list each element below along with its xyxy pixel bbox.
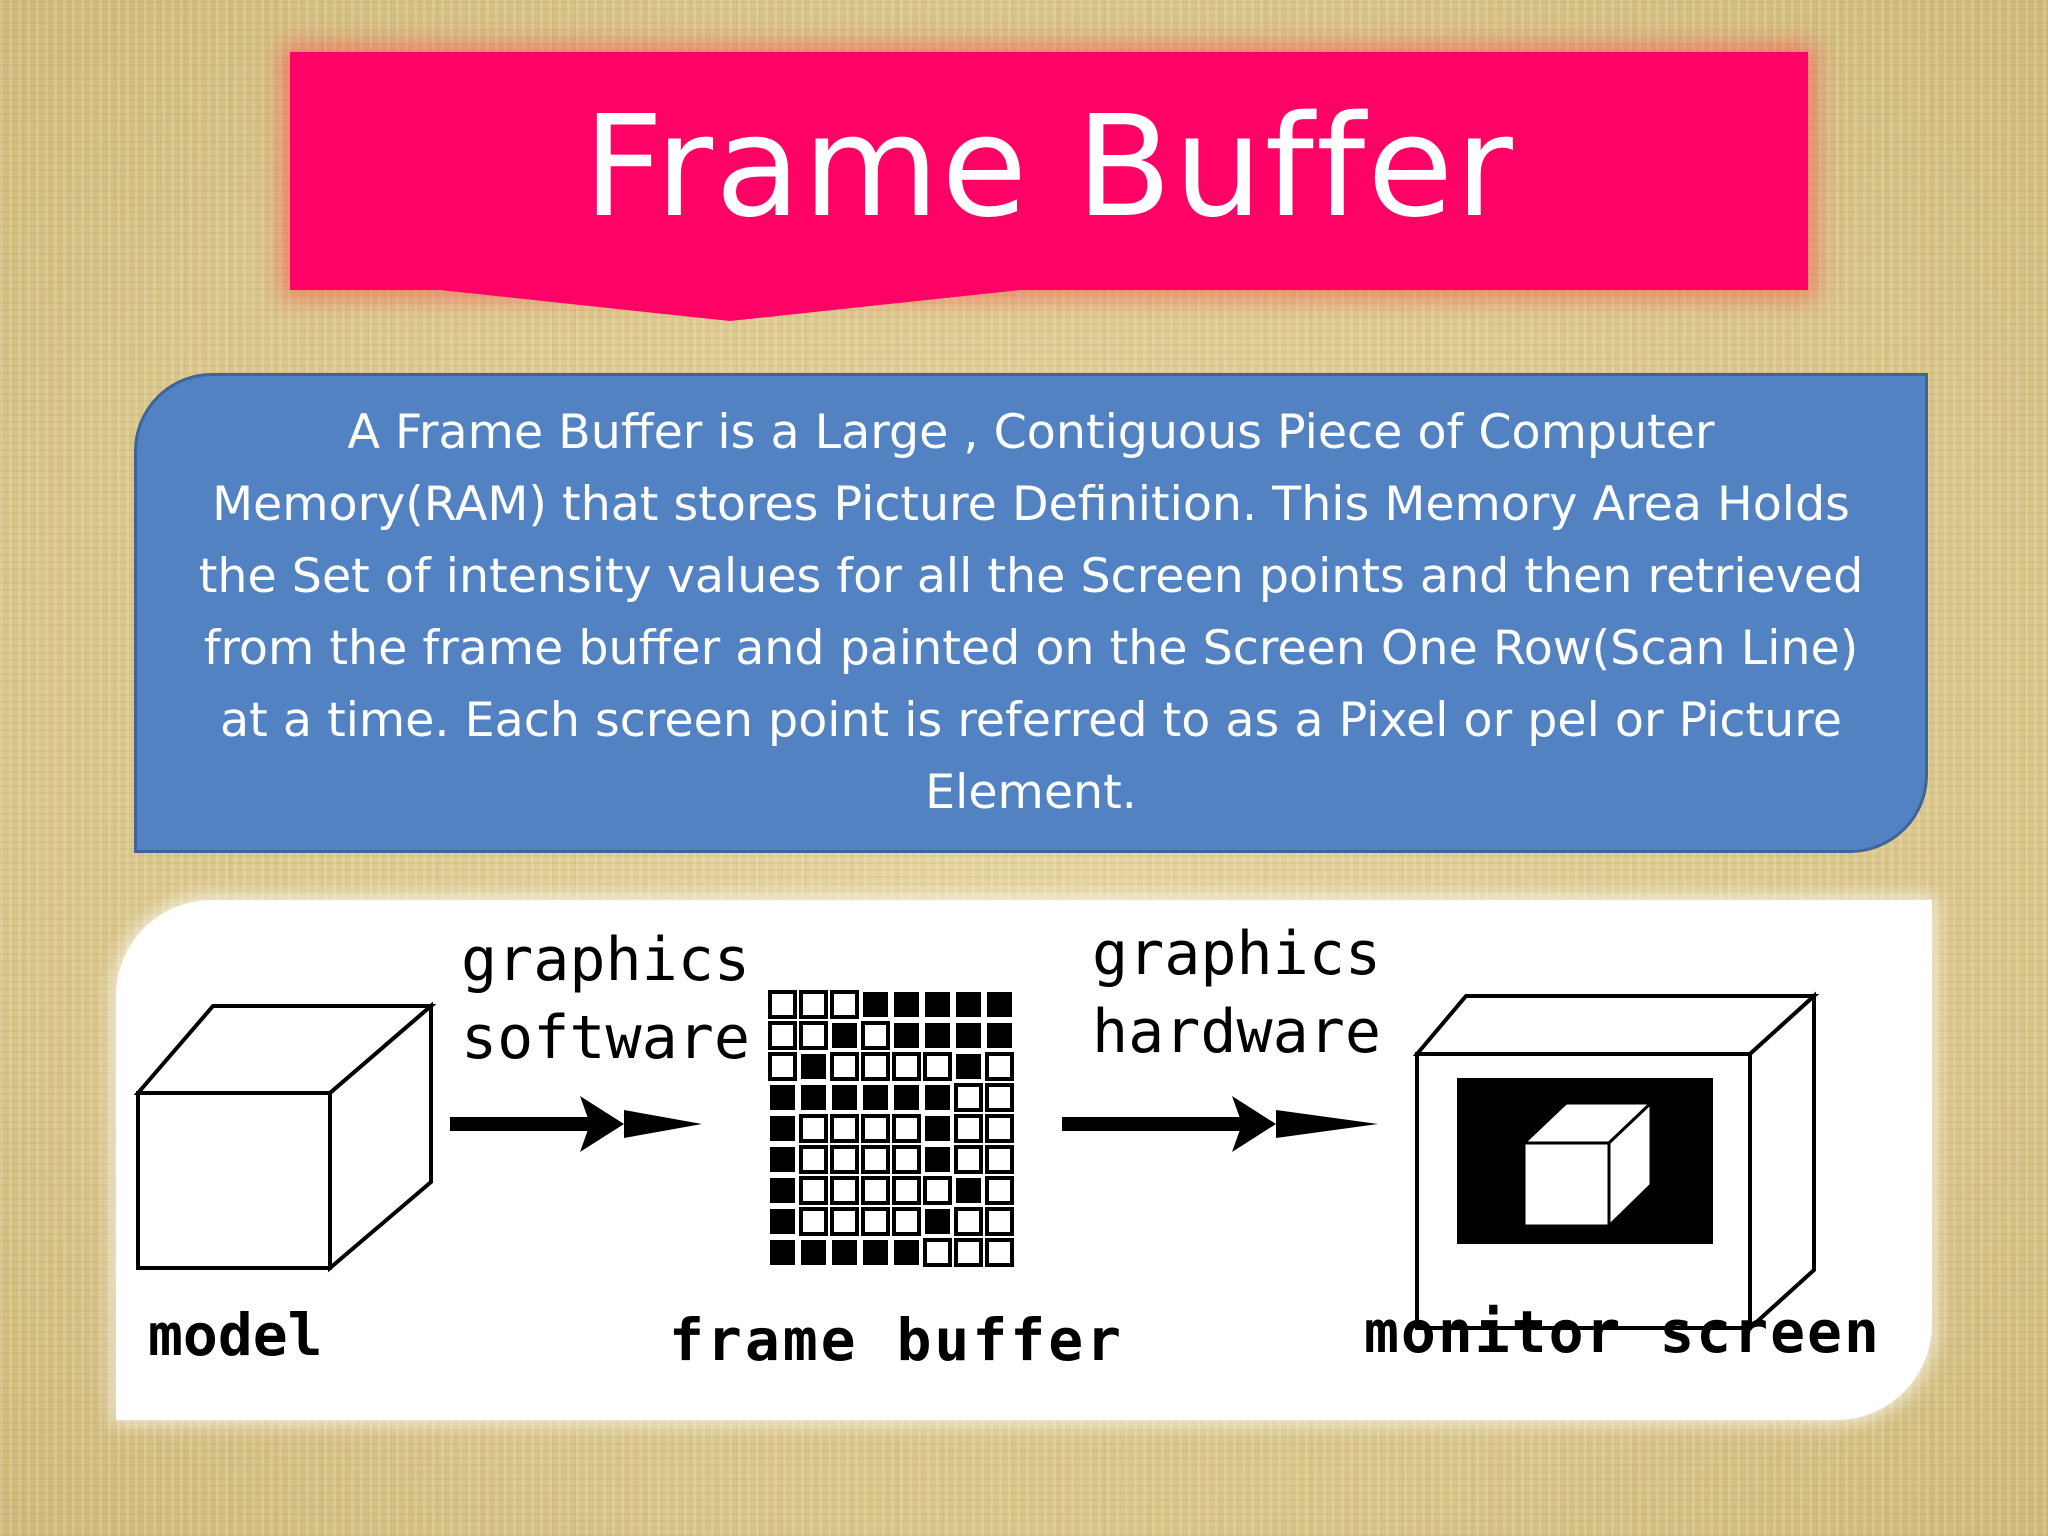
pixel-cell (799, 1176, 828, 1205)
pixel-cell (799, 990, 828, 1019)
pixel-cell (799, 1145, 828, 1174)
pixel-cell (799, 1207, 828, 1236)
pixel-cell (925, 1085, 950, 1110)
pixel-cell (830, 1114, 859, 1143)
pixel-cell (801, 1085, 826, 1110)
pixel-cell (892, 1145, 921, 1174)
pixel-cell (830, 1052, 859, 1081)
monitor-screen-label: monitor screen (1364, 1298, 1881, 1366)
pixel-cell (863, 992, 888, 1017)
pixel-cell (894, 1240, 919, 1265)
pixel-cell (861, 1114, 890, 1143)
slide-title: Frame Buffer (583, 85, 1515, 249)
arrow-right-icon (450, 1096, 702, 1152)
pixel-cell (985, 1207, 1014, 1236)
pixel-cell (954, 1207, 983, 1236)
pixel-cell (954, 1114, 983, 1143)
frame-buffer-label: frame buffer (669, 1306, 1124, 1374)
pixel-cell (956, 1023, 981, 1048)
arrow-right-icon (1062, 1096, 1378, 1152)
pixel-cell (830, 990, 859, 1019)
pixel-cell (894, 992, 919, 1017)
pixel-cell (770, 1240, 795, 1265)
pixel-cell (770, 1085, 795, 1110)
pixel-cell (985, 1238, 1014, 1267)
pixel-cell (770, 1147, 795, 1172)
pixel-cell (985, 1052, 1014, 1081)
pixel-cell (861, 1207, 890, 1236)
pixel-cell (768, 1021, 797, 1050)
pixel-cell (892, 1114, 921, 1143)
pixel-cell (894, 1085, 919, 1110)
pixel-cell (892, 1052, 921, 1081)
pixel-cell (925, 1116, 950, 1141)
pixel-cell (768, 990, 797, 1019)
pixel-cell (956, 992, 981, 1017)
pixel-cell (925, 1147, 950, 1172)
pixel-cell (799, 1114, 828, 1143)
pixel-cell (861, 1021, 890, 1050)
arrow1-label-line2: software (461, 1003, 750, 1073)
pixel-cell (925, 1209, 950, 1234)
title-banner: Frame Buffer (290, 52, 1808, 290)
monitor-icon (1412, 991, 1820, 1333)
pixel-cell (925, 992, 950, 1017)
arrow2-label-line2: hardware (1092, 997, 1381, 1067)
frame-buffer-grid (768, 990, 1014, 1267)
pixel-cell (925, 1023, 950, 1048)
pixel-cell (956, 1054, 981, 1079)
pixel-cell (770, 1116, 795, 1141)
description-text: A Frame Buffer is a Large , Contiguous P… (198, 405, 1864, 820)
pixel-cell (863, 1085, 888, 1110)
pixel-cell (954, 1238, 983, 1267)
pixel-cell (863, 1240, 888, 1265)
pixel-cell (768, 1052, 797, 1081)
description-box: A Frame Buffer is a Large , Contiguous P… (134, 373, 1928, 853)
pixel-cell (770, 1178, 795, 1203)
pixel-cell (892, 1207, 921, 1236)
pixel-cell (801, 1054, 826, 1079)
pixel-cell (770, 1209, 795, 1234)
arrow2-label-line1: graphics (1092, 919, 1381, 989)
frame-buffer-diagram: graphics software graphics hardware mode… (133, 919, 1881, 1374)
pixel-cell (987, 992, 1012, 1017)
pixel-cell (923, 1238, 952, 1267)
pixel-cell (799, 1021, 828, 1050)
diagram-panel: graphics software graphics hardware mode… (116, 900, 1932, 1420)
pixel-cell (861, 1052, 890, 1081)
pixel-cell (985, 1145, 1014, 1174)
pixel-cell (832, 1240, 857, 1265)
pixel-cell (832, 1085, 857, 1110)
pixel-cell (830, 1145, 859, 1174)
pixel-cell (861, 1145, 890, 1174)
pixel-cell (830, 1207, 859, 1236)
pixel-cell (956, 1178, 981, 1203)
pixel-cell (985, 1114, 1014, 1143)
pixel-cell (861, 1176, 890, 1205)
model-cube-icon (133, 1001, 437, 1273)
pixel-cell (954, 1083, 983, 1112)
pixel-cell (985, 1083, 1014, 1112)
pixel-cell (801, 1240, 826, 1265)
pixel-cell (894, 1023, 919, 1048)
pixel-cell (830, 1176, 859, 1205)
model-label: model (148, 1301, 323, 1369)
arrow1-label-line1: graphics (461, 925, 750, 995)
pixel-cell (987, 1023, 1012, 1048)
title-banner-notch (290, 289, 1808, 321)
pixel-cell (832, 1023, 857, 1048)
pixel-cell (892, 1176, 921, 1205)
pixel-cell (923, 1176, 952, 1205)
pixel-cell (954, 1145, 983, 1174)
pixel-cell (985, 1176, 1014, 1205)
pixel-cell (923, 1052, 952, 1081)
